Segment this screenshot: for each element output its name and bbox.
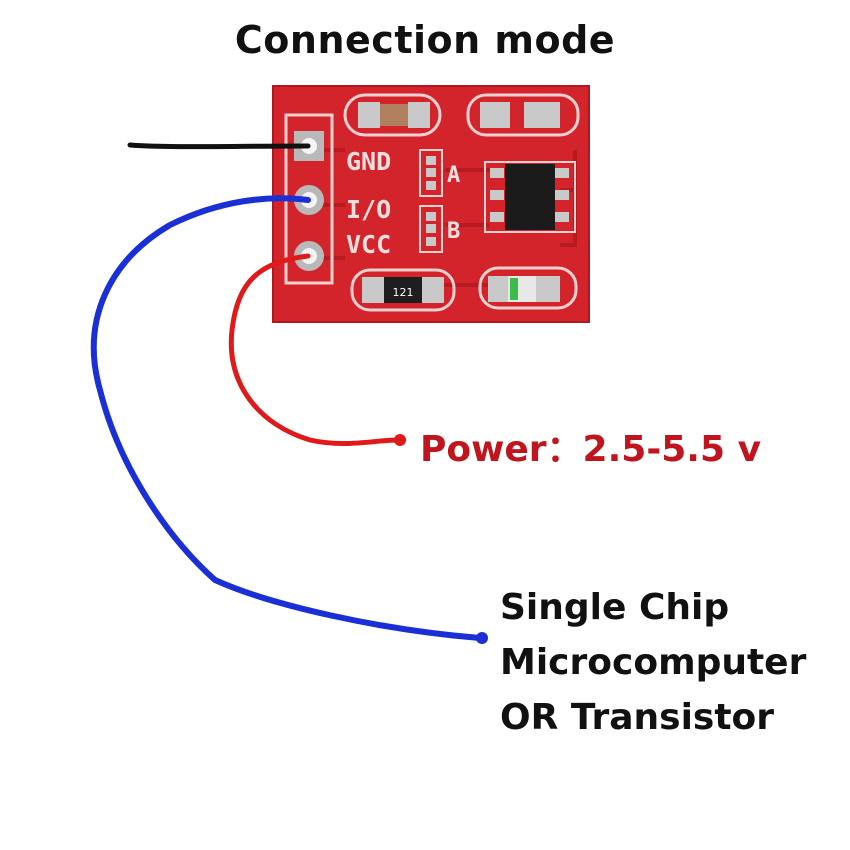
- io-wire: [90, 195, 483, 641]
- resistor-code: 121: [393, 286, 414, 299]
- status-led: [478, 266, 578, 310]
- power-label: Power：2.5-5.5 v: [420, 429, 762, 470]
- power-wire: [228, 253, 401, 447]
- jumper-b-pads: [419, 205, 443, 253]
- top-right-pads: [466, 93, 580, 137]
- pin-label-io: I/O: [346, 195, 391, 224]
- diagram-title: Connection mode: [234, 18, 616, 62]
- smd-resistor: 121: [350, 268, 456, 312]
- target-line-2: Microcomputer: [500, 642, 807, 683]
- target-line-3: OR Transistor: [500, 697, 775, 738]
- jumper-label-b: B: [447, 219, 460, 244]
- pin-label-vcc: VCC: [346, 230, 391, 259]
- target-device-label: Single Chip Microcomputer OR Transistor: [500, 580, 806, 745]
- ground-wire: [127, 142, 311, 150]
- jumper-label-a: A: [447, 163, 460, 188]
- target-line-1: Single Chip: [500, 587, 730, 628]
- touch-ic-chip: [484, 161, 576, 233]
- power-wire-end: [394, 434, 406, 446]
- io-wire-end: [476, 632, 488, 644]
- pin-label-gnd: GND: [346, 147, 391, 176]
- top-capacitor: [343, 93, 442, 137]
- touch-sensor-board: GND I/O VCC A B: [272, 85, 590, 323]
- jumper-a-pads: [419, 149, 443, 197]
